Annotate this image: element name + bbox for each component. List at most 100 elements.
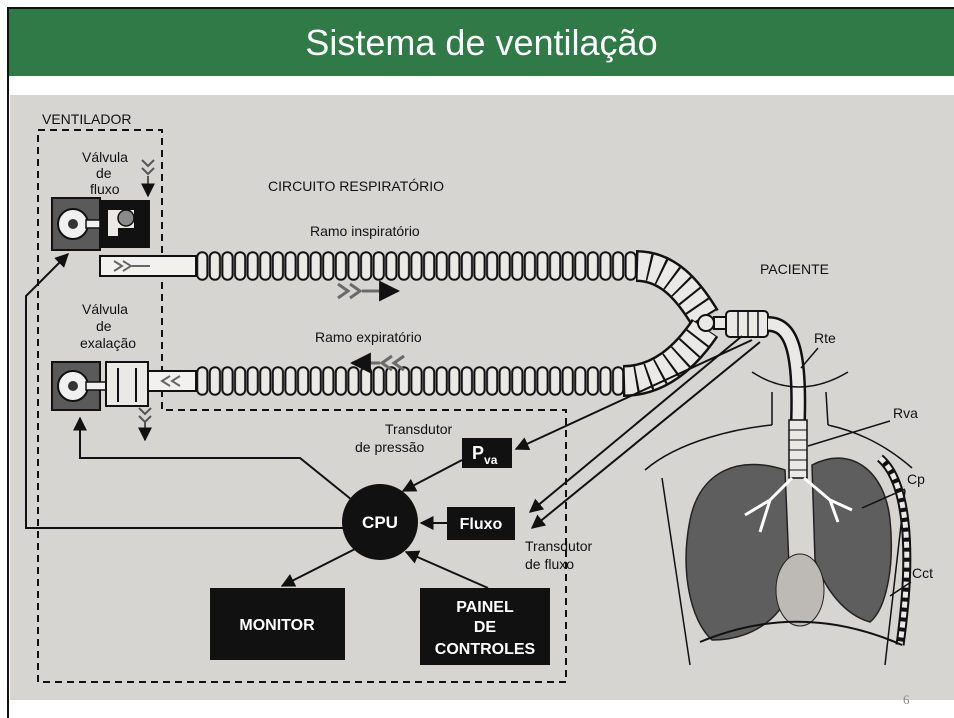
patient-left-shoulder <box>644 424 773 471</box>
trachea <box>788 419 808 479</box>
patient-illustration <box>644 371 913 666</box>
chest-wall-ribs <box>878 456 910 646</box>
inspiratory-tube <box>196 250 719 327</box>
inspiratory-chevrons <box>337 282 363 300</box>
control-panel-label-line: PAINEL <box>456 599 514 616</box>
pressure-transducer-label: Transdutor de pressão <box>355 421 453 455</box>
flow-transducer-label-line: de fluxo <box>525 556 574 572</box>
left-lung <box>685 463 791 641</box>
expiratory-chevrons <box>379 354 405 372</box>
panel-to-cpu-arrow <box>404 550 489 589</box>
exhalation-valve-body <box>105 361 149 407</box>
bronchi <box>744 476 853 533</box>
expiratory-tube-straight <box>196 366 625 396</box>
flow-valve-label-line: de <box>96 165 112 181</box>
flow-sensing-line-b <box>530 341 761 529</box>
exhalation-valve-label-line: Válvula <box>82 301 128 317</box>
flow-valve-ball <box>117 209 135 227</box>
endotracheal-tube <box>767 316 807 421</box>
patient-parameters: Rte Rva Cp Cct <box>800 330 933 597</box>
y-connector <box>697 310 769 338</box>
pressure-subscript: va <box>484 453 498 467</box>
expiratory-tube <box>196 318 719 397</box>
pressure-transducer-label-line: de pressão <box>355 439 424 455</box>
signal-arrows <box>25 253 489 589</box>
cpu-to-flow-valve-arrow <box>25 253 344 529</box>
rte-label: Rte <box>814 330 836 346</box>
flow-valve-label-line: Válvula <box>82 149 128 165</box>
slide-border-left <box>7 7 9 718</box>
patient-label: PACIENTE <box>760 261 829 277</box>
expiratory-flow-arrow <box>349 352 405 374</box>
flow-box-label: Fluxo <box>460 516 503 533</box>
exhalation-valve <box>51 361 149 411</box>
patient-right-shoulder <box>827 424 913 469</box>
flow-transducer-label: Transdutor de fluxo <box>525 538 593 572</box>
heart <box>775 553 825 627</box>
rte-leader <box>800 347 819 369</box>
cp-leader <box>861 488 906 509</box>
slide-border-top <box>7 7 954 9</box>
outlet-chevrons <box>113 260 133 272</box>
cpu-to-monitor-arrow <box>280 547 358 587</box>
cpu-circle <box>342 484 418 560</box>
pressure-box <box>462 438 512 468</box>
rva-label: Rva <box>893 405 918 421</box>
inlet-pipe-chevrons <box>160 375 181 387</box>
monitor-label: MONITOR <box>239 617 315 634</box>
pressure-sensing-line <box>514 339 753 451</box>
inspiratory-flow-arrow <box>337 280 401 302</box>
flow-valve-label-line: fluxo <box>90 181 120 197</box>
exhalation-valve-hub <box>68 381 78 391</box>
flow-valve-shaft <box>85 219 101 229</box>
pressure-symbol: P <box>472 443 484 463</box>
diaphragm <box>699 620 903 646</box>
flow-valve-hub <box>68 219 78 229</box>
flow-sensing-line-a <box>528 335 743 513</box>
exhalation-valve-shaft <box>85 381 107 391</box>
exhalation-valve-diaphragm <box>117 368 137 402</box>
patient-neck <box>771 391 829 426</box>
control-panel-label-line: CONTROLES <box>435 641 536 658</box>
flow-transducer-label-line: Transdutor <box>525 538 593 554</box>
cct-leader <box>889 581 912 597</box>
inspiratory-outlet-pipe <box>99 255 197 277</box>
exhalation-valve-label-line: de <box>96 318 112 334</box>
cpu: CPU <box>342 484 418 560</box>
exhalation-valve-label-line: exalação <box>80 335 136 351</box>
page-number: 6 <box>903 692 910 707</box>
exhalation-outlet-arrow <box>138 407 152 442</box>
expiratory-inlet-pipe <box>147 370 197 392</box>
monitor-box <box>210 588 345 660</box>
ventilator-label: VENTILADOR <box>42 111 131 127</box>
control-panel-label-line: DE <box>474 619 497 636</box>
inlet-chevrons <box>141 159 155 176</box>
right-lung <box>811 457 893 623</box>
control-panel: PAINEL DE CONTROLES <box>420 588 550 665</box>
exhalation-valve-label: Válvula de exalação <box>80 301 136 351</box>
patient-left-side <box>661 477 691 666</box>
pressure-transducer-label-line: Transdutor <box>385 421 453 437</box>
title-bar: Sistema de ventilação <box>9 9 954 76</box>
cpu-label: CPU <box>362 513 398 532</box>
flow-valve <box>51 197 150 251</box>
pressure-transducer-box: Pva <box>462 438 512 468</box>
patient-connector-rings <box>737 311 759 337</box>
ventilator-boundary <box>37 129 567 683</box>
endotracheal-tube-body <box>767 318 804 421</box>
patient-connector <box>725 310 769 338</box>
patient-chin <box>751 371 849 388</box>
flow-valve-seat <box>118 228 150 242</box>
rva-leader <box>807 420 891 447</box>
flow-valve-label: Válvula de fluxo <box>82 149 128 197</box>
y-connector-joint <box>697 314 715 332</box>
y-connector-stem <box>713 316 727 330</box>
cp-label: Cp <box>907 471 925 487</box>
trachea-rings <box>789 429 807 471</box>
cct-label: Cct <box>912 565 933 581</box>
sensing-lines <box>514 335 761 529</box>
flow-box <box>447 507 515 540</box>
circuit-label: CIRCUITO RESPIRATÓRIO <box>268 178 444 194</box>
